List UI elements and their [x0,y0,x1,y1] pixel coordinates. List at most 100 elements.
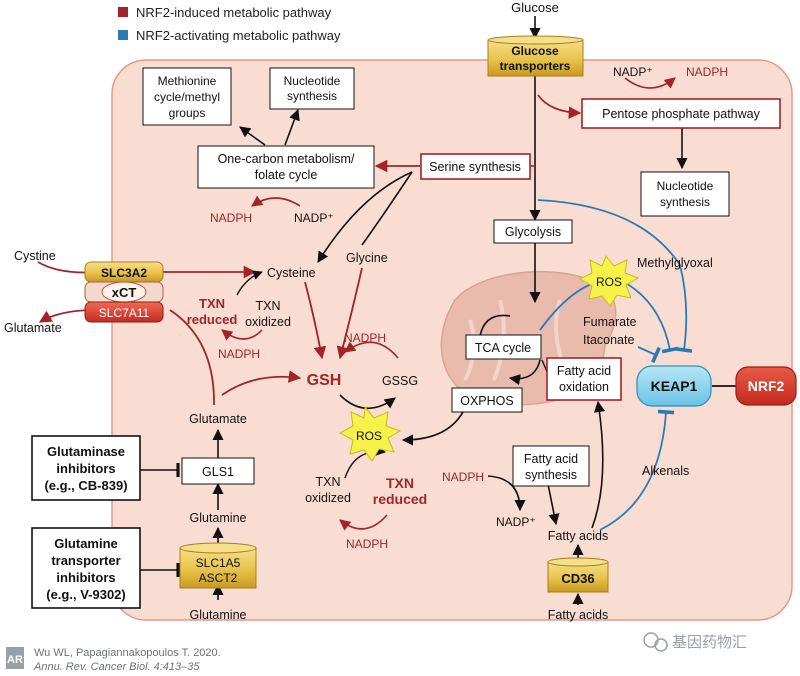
glutaminase-line1: Glutaminase [47,444,125,459]
serine-box [420,153,531,180]
fatty-acids-out: Fatty acids [548,608,608,622]
ar-logo [6,647,24,669]
cysteine-label: Cysteine [267,266,316,280]
arrow-txn-left-top [236,270,263,296]
one-carbon-line2: folate cycle [255,168,318,182]
arrow-glycine-gsh [336,267,363,360]
arrow-fas-nadp [487,475,526,512]
fatty-acids-in: Fatty acids [548,529,608,543]
arrow-txn-left-bottom [221,329,263,341]
fao-box [546,357,622,401]
ros-mid-label: ROS [356,429,382,443]
inhibit-alkenals-keap1 [599,409,675,531]
glutamate-out-label: Glutamate [4,321,62,335]
glycine-label: Glycine [346,251,388,265]
glycolysis-box [493,219,573,244]
nadph-gsh: NADPH [344,331,386,345]
nadp-top: NADP⁺ [613,65,653,79]
ros-mid-burst: ROS [338,405,402,462]
wechat-watermark: 基因药物汇 [643,632,747,652]
legend-activating-swatch [118,30,128,40]
nucleotide-left-line2: synthesis [287,89,337,103]
ppp-label: Pentose phosphate pathway [602,107,761,121]
glucose-transporter-line2: transporters [500,59,571,73]
nucleotide-right-box [640,171,730,217]
watermark-text: 基因药物汇 [672,634,747,651]
arrow-fattyacids-fao [591,400,606,529]
nrf2-node [735,366,797,406]
inhibit-fumarate-keap1 [637,346,661,364]
fas-box [512,445,590,487]
keap1-node [636,365,712,407]
methionine-box [142,67,232,126]
fas-line2: synthesis [525,468,577,482]
nadph-txn-right: NADPH [346,537,388,551]
keap1-label: KEAP1 [651,378,698,394]
oxphos-box [451,387,523,413]
arrow-fas-fattyacids [547,483,560,526]
gsh-label: GSH [307,372,342,389]
nucleotide-right-line1: Nucleotide [657,179,714,193]
arrow-nadp-nadph-top [624,77,676,89]
legend-induced-label: NRF2-induced metabolic pathway [136,5,332,20]
fumarate-label: Fumarate [583,315,637,329]
methionine-line2: cycle/methyl [154,90,220,104]
txn-reduced-right-2: reduced [373,491,427,507]
arrow-glucose-ppp [537,94,582,119]
tca-box [465,334,542,360]
citation-line2: Annu. Rev. Cancer Biol. 4:413–35 [33,661,200,673]
oxphos-label: OXPHOS [460,394,514,408]
transporter-line4: (e.g., V-9302) [46,587,125,602]
txn-reduced-right-1: TXN [386,475,414,491]
glutaminase-line3: (e.g., CB-839) [44,478,127,493]
arrow-txn-right-top [344,445,386,479]
glutaminase-line2: inhibitors [56,461,115,476]
nucleotide-left-line1: Nucleotide [284,74,341,88]
arrow-serine-cysteine [317,171,413,263]
cd36-label: CD36 [561,571,594,586]
txn-oxidized-right-1: TXN [316,475,341,489]
arrow-onecarbon-methionine [239,126,266,146]
arrow-glutamate-gsh [221,370,302,396]
arrow-tca-cycle [479,314,541,378]
slc3a2-label: SLC3A2 [101,266,147,280]
arrow-serine-glycine [361,171,413,246]
nadp-onecarbon: NADP⁺ [294,211,334,225]
slc1a5-transporter: SLC1A5 ASCT2 [179,542,257,589]
nadph-top: NADPH [686,65,728,79]
glutamine-out-label: Glutamine [190,608,247,622]
glutaminase-inhibitors-box [31,435,141,501]
txn-oxidized-right-2: oxidized [305,491,351,505]
ar-logo-text: AR [7,654,23,666]
glucose-transporter-line1: Glucose [511,44,559,58]
xct-label: xCT [112,285,137,300]
nadp-fas: NADP⁺ [496,515,536,529]
inhibit-methylglyoxal-keap1 [537,199,693,353]
cd36-transporter: CD36 [547,557,609,593]
txn-reduced-left-2: reduced [187,312,238,327]
fas-line1: Fatty acid [524,452,578,466]
xct-transporter: SLC3A2 xCT SLC7A11 [84,261,164,323]
glucose-label: Glucose [511,0,559,15]
tca-label: TCA cycle [475,341,531,355]
gls1-box [181,457,255,485]
alkenals-label: Alkenals [642,464,689,478]
slc7a11-label: SLC7A11 [99,306,150,320]
arrow-gssg-gsh [344,341,399,359]
methionine-line3: groups [169,106,206,120]
methionine-line1: Methionine [158,74,217,88]
one-carbon-line1: One-carbon metabolism/ [218,152,355,166]
itaconate-label: Itaconate [583,333,634,347]
transporter-inhibitors-box [31,527,141,609]
fao-line2: oxidation [559,380,609,394]
arrow-glutamate-xct [169,309,215,406]
fao-line1: Fatty acid [557,364,611,378]
gls1-label: GLS1 [202,465,234,479]
nadph-onecarbon: NADPH [210,211,252,225]
slc1a5-line2: ASCT2 [199,571,238,585]
arrow-txn-right-bottom [339,514,388,531]
methylglyoxal-label: Methylglyoxal [637,256,713,270]
txn-oxidized-left-1: TXN [256,299,281,313]
nucleotide-left-box [269,67,355,110]
